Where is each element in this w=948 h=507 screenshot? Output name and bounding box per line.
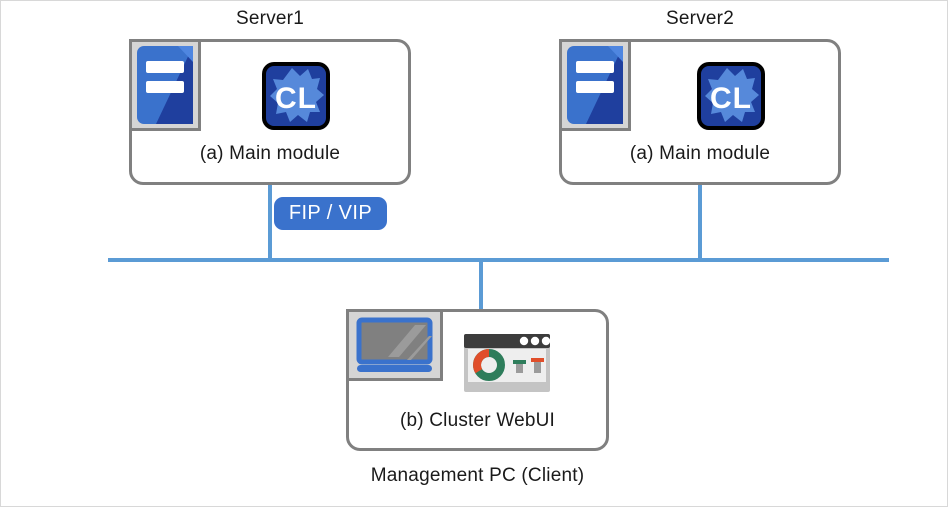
network-bus-line xyxy=(108,258,889,262)
server-icon xyxy=(137,46,193,124)
management-pc-hardware-plate xyxy=(346,309,443,381)
server2-hardware-plate xyxy=(559,39,631,131)
server2-module-label: (a) Main module xyxy=(629,143,771,164)
client-network-link xyxy=(479,258,483,310)
server1-app-icon-wrap: CL xyxy=(262,62,330,130)
webui-icon-wrap xyxy=(462,332,552,394)
browser-dashboard-icon xyxy=(464,334,551,392)
server1-network-link xyxy=(268,185,272,262)
server-icon xyxy=(567,46,623,124)
svg-text:CL: CL xyxy=(275,82,317,115)
server1-module-label: (a) Main module xyxy=(199,143,341,164)
cl-cluster-icon: CL xyxy=(697,62,765,130)
server2-app-icon-wrap: CL xyxy=(697,62,765,130)
server1-hardware-plate xyxy=(129,39,201,131)
svg-text:CL: CL xyxy=(710,82,752,115)
management-pc-caption: Management PC (Client) xyxy=(370,465,585,486)
cluster-webui-label: (b) Cluster WebUI xyxy=(399,410,556,431)
server2-network-link xyxy=(698,185,702,262)
server2-title: Server2 xyxy=(666,8,734,29)
laptop-icon xyxy=(356,317,433,372)
server1-title: Server1 xyxy=(236,8,304,29)
cl-cluster-icon: CL xyxy=(262,62,330,130)
fip-vip-badge: FIP / VIP xyxy=(274,197,387,230)
